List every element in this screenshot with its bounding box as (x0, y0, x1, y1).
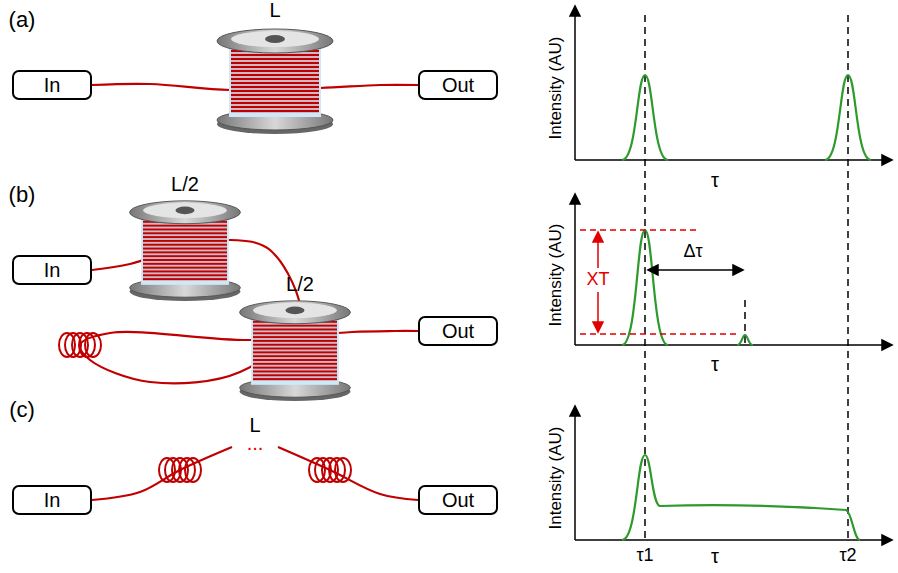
length-label: L/2 (286, 273, 314, 295)
pulse-trace (622, 75, 871, 540)
panel-label: (b) (9, 183, 36, 207)
fiber-spool (130, 201, 241, 301)
output-port: Out (418, 70, 498, 100)
input-port: In (12, 485, 92, 515)
delay-label: Δτ (683, 242, 702, 262)
port-label: Out (442, 489, 474, 511)
optical-fiber (92, 447, 418, 500)
axis-label: Intensity (AU) (547, 224, 566, 327)
output-port: Out (418, 316, 498, 346)
fiber-coil (309, 458, 351, 482)
axis-label: τ (711, 353, 719, 375)
panel-label: (a) (9, 8, 36, 32)
port-label: Out (442, 74, 474, 96)
length-label: L/2 (171, 173, 199, 195)
input-port: In (12, 70, 92, 100)
time-marker (645, 15, 848, 540)
ellipsis: ... (247, 432, 264, 454)
port-label: Out (442, 320, 474, 342)
output-port: Out (418, 485, 498, 515)
fiber-coil (159, 458, 201, 482)
input-port: In (12, 255, 92, 285)
axis-label: τ (711, 169, 719, 191)
panel-label: (c) (9, 398, 35, 422)
length-label: L (269, 0, 280, 21)
plot-axes (570, 6, 892, 545)
crosstalk-marker (580, 230, 740, 334)
port-label: In (44, 74, 61, 96)
axis-label: Intensity (AU) (547, 427, 566, 530)
delay-arrow (648, 265, 743, 275)
fiber-spool (240, 301, 351, 401)
fiber-coil (59, 333, 101, 357)
fiber-spool (217, 29, 333, 134)
crosstalk-label: XT (586, 270, 609, 290)
axis-label: Intensity (AU) (547, 37, 566, 140)
port-label: In (44, 259, 61, 281)
time-label: τ2 (839, 546, 856, 566)
port-label: In (44, 489, 61, 511)
axis-label: τ (711, 545, 719, 567)
time-label: τ1 (636, 546, 653, 566)
